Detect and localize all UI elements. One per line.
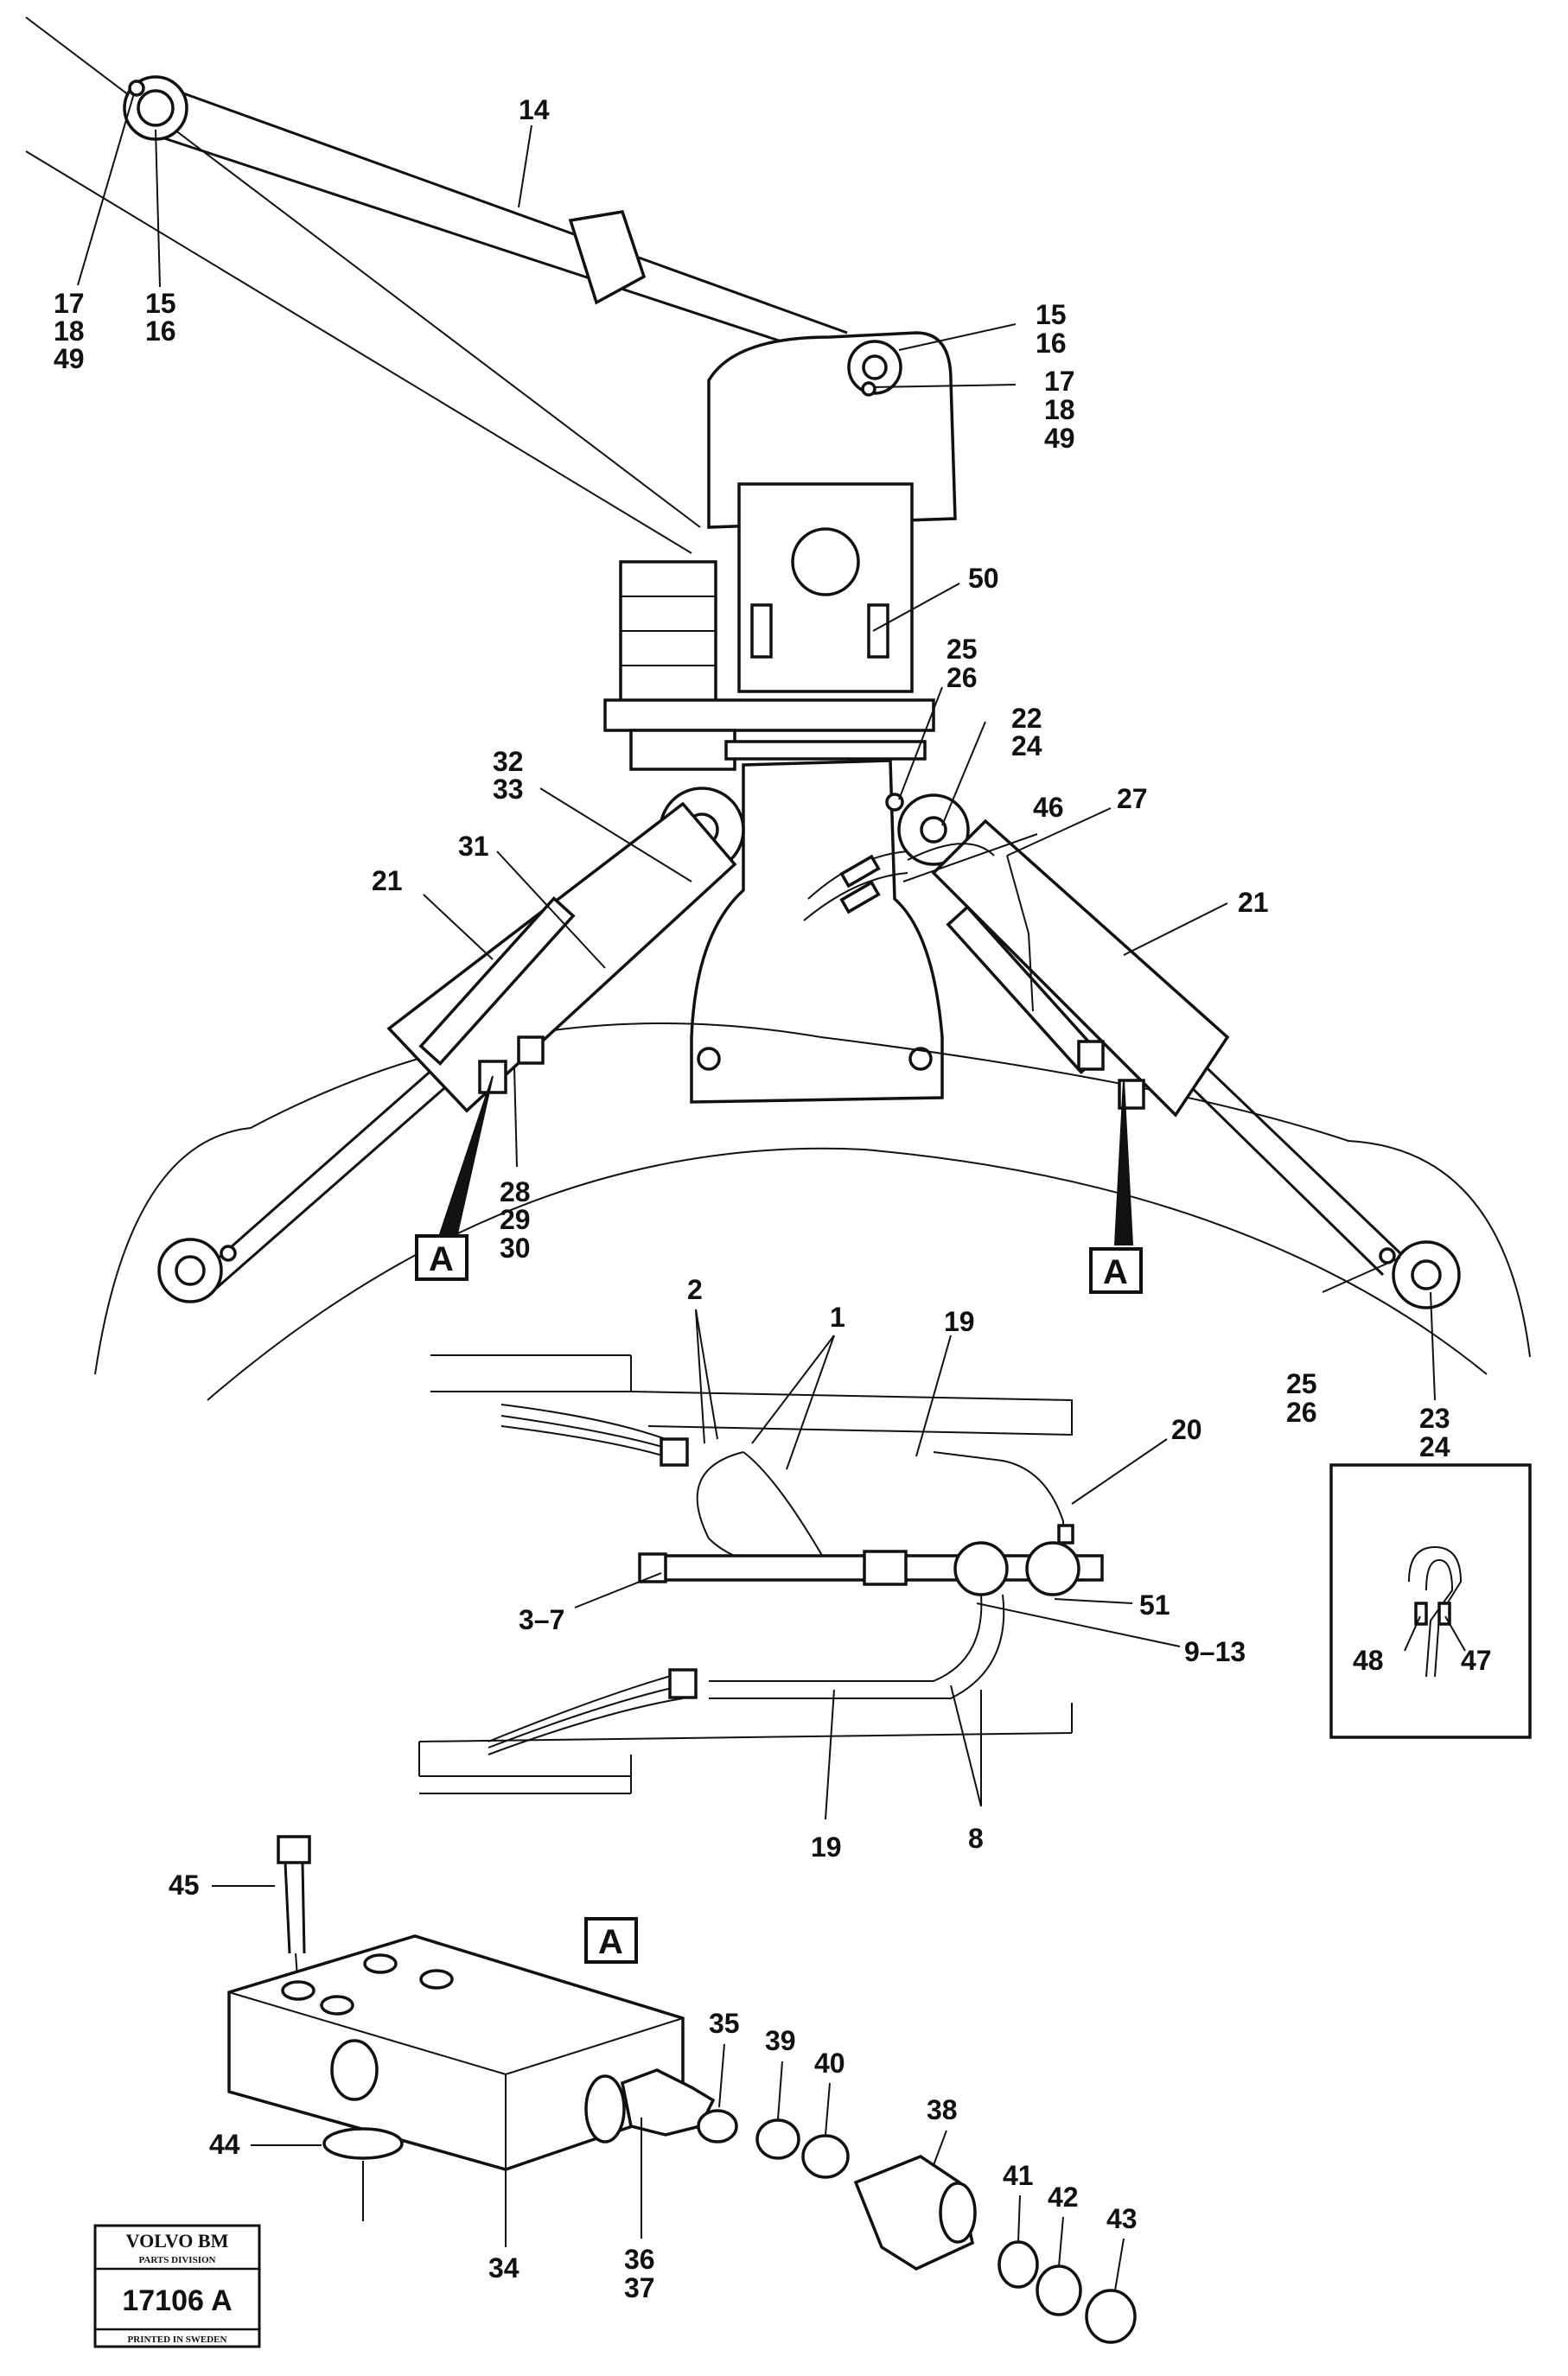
label-36: 36 [624,2244,655,2275]
washer-39 [755,2118,800,2160]
label-32: 32 [493,746,524,777]
label-43: 43 [1106,2203,1138,2234]
volvo-bm-stamp: VOLVO BM PARTS DIVISION 17106 A PRINTED … [93,2224,261,2348]
label-20: 20 [1171,1414,1202,1445]
label-33: 33 [493,774,524,805]
label-21-right: 21 [1238,887,1269,918]
label-8: 8 [968,1823,984,1854]
label-27: 27 [1117,783,1148,814]
label-29: 29 [500,1204,531,1235]
label-3-7: 3–7 [519,1604,564,1635]
label-49-top-right: 49 [1044,423,1075,454]
label-18-top-right: 18 [1044,394,1075,425]
label-28: 28 [500,1176,531,1207]
label-37: 37 [624,2272,655,2303]
label-2: 2 [687,1274,703,1305]
label-42: 42 [1048,2182,1079,2213]
stamp-brand: VOLVO BM [126,2230,229,2252]
label-39: 39 [765,2025,796,2056]
label-1: 1 [830,1302,845,1333]
label-14: 14 [519,94,550,125]
label-25-bottom: 25 [1286,1368,1317,1399]
label-46: 46 [1033,792,1064,823]
label-50: 50 [968,563,999,594]
detail-marker-a-right: A [1103,1253,1128,1291]
boom-collar [568,210,647,305]
label-17-top-right: 17 [1044,366,1075,397]
label-51: 51 [1139,1589,1170,1621]
detail-heading-a: A [598,1923,623,1961]
label-34: 34 [488,2252,519,2284]
label-31: 31 [458,831,489,862]
rotator-motor [619,560,717,710]
label-40: 40 [814,2048,845,2079]
label-15-top-right: 15 [1036,299,1067,330]
inset-box [1329,1463,1532,1739]
label-26-top: 26 [947,662,978,693]
label-26-bottom: 26 [1286,1397,1317,1428]
label-16-top-right: 16 [1036,328,1067,359]
right-cylinder [931,819,1461,1309]
grapple-body [94,759,1531,1401]
stamp-division: PARTS DIVISION [139,2255,216,2265]
hose-assembly [418,1354,1104,1794]
label-18-top-left: 18 [54,315,85,347]
left-cylinder [157,801,737,1303]
detail-marker-a-left: A [429,1240,454,1278]
hoses-top [803,843,1034,1012]
label-45: 45 [169,1870,200,1901]
washer-40 [801,2134,850,2179]
label-9-13: 9–13 [1184,1636,1246,1667]
label-48: 48 [1353,1645,1384,1676]
label-19-bottom: 19 [811,1831,842,1863]
detail-a-valve-block [227,1835,1137,2344]
label-25-top: 25 [947,634,978,665]
boom-assembly [25,16,957,771]
label-21-left: 21 [372,865,403,896]
label-15-top-left: 15 [145,288,176,319]
label-22: 22 [1011,703,1042,734]
label-24-bottom: 24 [1419,1431,1450,1462]
label-24-top: 24 [1011,730,1042,761]
label-47: 47 [1461,1645,1492,1676]
leader-lines [77,92,1466,2291]
label-17-top-left: 17 [54,288,85,319]
label-35: 35 [709,2008,740,2039]
label-41: 41 [1003,2160,1034,2191]
label-30: 30 [500,1233,531,1264]
stamp-printed: PRINTED IN SWEDEN [128,2335,227,2345]
label-16-top-left: 16 [145,315,176,347]
stamp-number: 17106 A [122,2284,232,2317]
o-ring-44 [322,2127,404,2160]
fitting-38 [853,2155,975,2271]
label-23: 23 [1419,1403,1450,1434]
label-44: 44 [209,2129,240,2160]
label-49-top-left: 49 [54,343,85,374]
label-19-top: 19 [944,1306,975,1337]
label-38: 38 [927,2094,958,2125]
callout-labels: 14 17 18 49 15 16 15 16 17 18 49 50 25 2… [54,94,1492,2303]
